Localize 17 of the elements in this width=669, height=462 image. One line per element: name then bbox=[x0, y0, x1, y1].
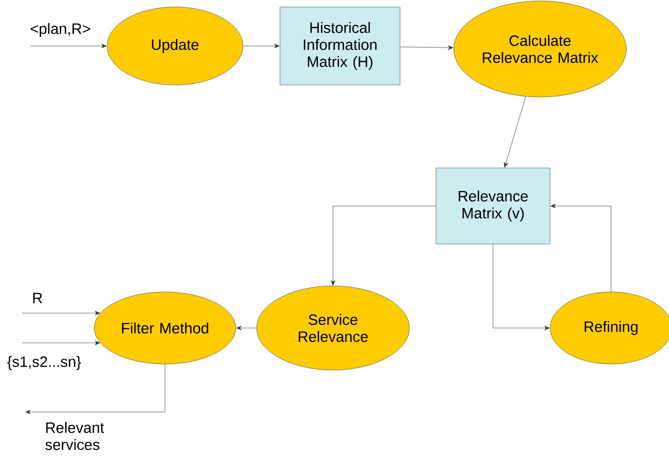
arrow bbox=[492, 244, 550, 330]
matrix-box: Historical Information Matrix (H) bbox=[280, 6, 400, 86]
edge-label: {s1,s2...sn} bbox=[7, 356, 81, 370]
arrow bbox=[30, 44, 107, 48]
arrow bbox=[242, 44, 280, 48]
edge-label: <plan,R> bbox=[30, 23, 90, 37]
arrow bbox=[22, 340, 100, 346]
arrow bbox=[22, 310, 100, 316]
edge-label: R bbox=[33, 292, 42, 304]
arrow bbox=[400, 45, 454, 50]
arrow bbox=[236, 326, 257, 330]
matrix-box: Relevance Matrix (v) bbox=[436, 168, 550, 244]
edge-label: Relevant services bbox=[45, 422, 104, 450]
arrow bbox=[504, 96, 526, 168]
arrow bbox=[550, 204, 612, 292]
arrow bbox=[330, 206, 436, 286]
arrow bbox=[25, 364, 166, 414]
